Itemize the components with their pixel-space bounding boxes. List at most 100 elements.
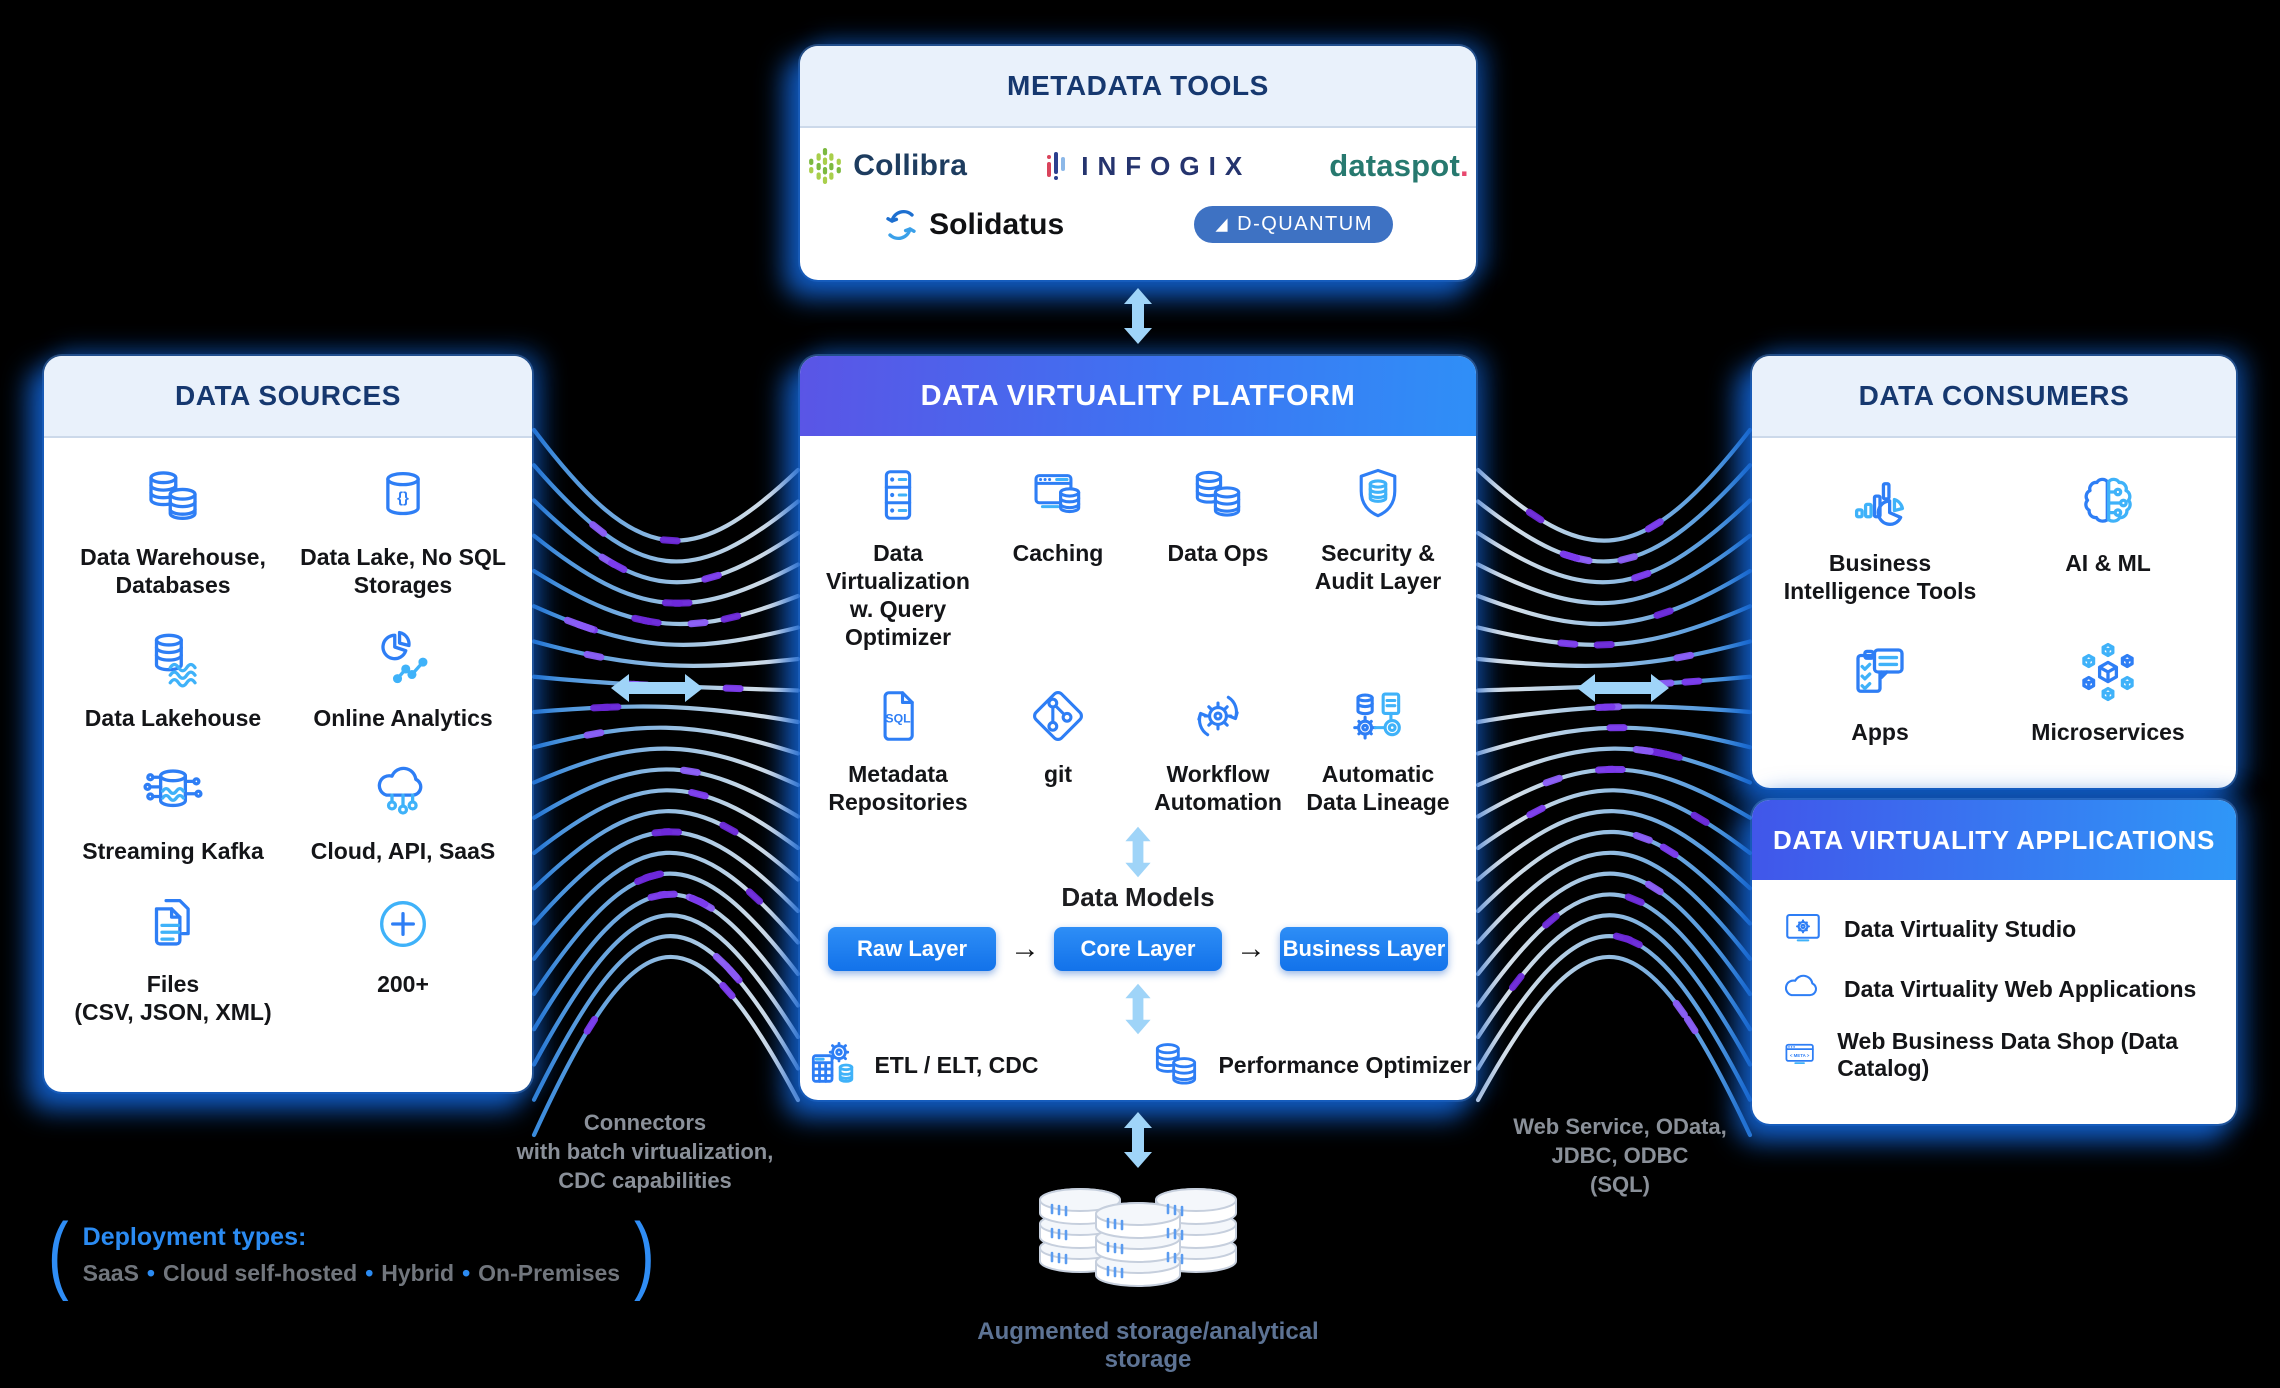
infogix-logo-icon: [1047, 152, 1066, 180]
data-sources-title: DATA SOURCES: [44, 356, 532, 438]
feature-label: Data Ops: [1167, 540, 1269, 566]
deployment-types: ( Deployment types: SaaS•Cloud self-host…: [44, 1211, 659, 1297]
data-sources-box: DATA SOURCES Data Warehouse, Databases {…: [44, 356, 532, 1092]
source-label: Data Lakehouse: [84, 705, 262, 732]
business-layer-button: Business Layer: [1280, 927, 1448, 972]
data-models-title: Data Models: [1061, 882, 1215, 913]
git-icon: [1033, 691, 1083, 742]
files-icon: [154, 899, 190, 946]
d-quantum-logo-icon: [1215, 218, 1228, 232]
application-label: Data Virtuality Web Applications: [1844, 975, 2197, 1002]
collibra-logo: Collibra: [807, 148, 967, 184]
consumer-item-ai-ml: AI & ML: [1994, 470, 2222, 605]
bidirectional-horizontal-arrow-icon: [611, 674, 703, 702]
application-label: Web Business Data Shop (Data Catalog): [1837, 1028, 2179, 1081]
feature-label: Data Virtualization w. Query Optimizer: [826, 540, 970, 651]
data-consumers-title: DATA CONSUMERS: [1752, 356, 2236, 438]
platform-feature-workflow: Workflow Automation: [1138, 685, 1298, 816]
application-item-data-shop: < META > Web Business Data Shop (Data Ca…: [1782, 1028, 2206, 1082]
flow-arrow: →: [1010, 932, 1040, 966]
dataspot-logo: dataspot.: [1329, 148, 1469, 184]
platform-feature-git: git: [978, 685, 1138, 816]
platform-feature-data-ops: Data Ops: [1138, 464, 1298, 651]
workflow-gear-icon: [1197, 695, 1239, 737]
bidirectional-vertical-arrow-icon: [1124, 1112, 1152, 1168]
source-label: 200+: [377, 971, 429, 998]
data-shop-icon: < META >: [1785, 1043, 1814, 1064]
source-item-data-lake: {} Data Lake, No SQL Storages: [288, 464, 518, 599]
bidirectional-horizontal-arrow-icon: [1577, 674, 1669, 702]
data-models-layers: Raw Layer → Core Layer → Business Layer: [828, 927, 1448, 972]
online-analytics-icon: [381, 631, 428, 684]
web-service-note: Web Service, OData, JDBC, ODBC (SQL): [1513, 1114, 1727, 1198]
metadata-tools-box: METADATA TOOLS: [800, 46, 1476, 280]
feature-label: git: [1043, 761, 1073, 788]
source-label: Streaming Kafka: [82, 838, 264, 865]
solidatus-logo-icon: [886, 209, 916, 240]
platform-feature-virtualization: Data Virtualization w. Query Optimizer: [818, 464, 978, 651]
performance-icon: [1156, 1043, 1197, 1085]
source-label: Cloud, API, SaaS: [310, 838, 496, 865]
raw-layer-button: Raw Layer: [828, 927, 996, 972]
data-lakehouse-icon: [154, 633, 197, 688]
cloud-app-icon: [1784, 974, 1818, 997]
metadata-tools-title: METADATA TOOLS: [800, 46, 1476, 128]
platform-foot-performance: Performance Optimizer: [1148, 1037, 1472, 1093]
d-quantum-logo: D-QUANTUM: [1194, 206, 1393, 243]
platform-feature-metadata-repos: SQL Metadata Repositories: [818, 685, 978, 816]
sql-document-icon: SQL: [883, 691, 914, 741]
connectors-note: Connectors with batch virtualization, CD…: [516, 1110, 774, 1194]
platform-box: DATA VIRTUALITY PLATFORM Data Virtualiza…: [800, 356, 1476, 1100]
svg-text:SQL: SQL: [885, 712, 911, 726]
data-consumers-box: DATA CONSUMERS Business Intelligence Too…: [1752, 356, 2236, 788]
consumer-label: Business Intelligence Tools: [1783, 550, 1977, 605]
microservices-icon: [2082, 642, 2134, 702]
solidatus-logo: Solidatus: [883, 207, 1064, 243]
source-item-online-analytics: Online Analytics: [288, 625, 518, 732]
application-label: Data Virtuality Studio: [1844, 915, 2077, 942]
svg-text:{}: {}: [397, 490, 409, 507]
data-lineage-icon: [1353, 692, 1401, 740]
etl-icon: [812, 1042, 854, 1084]
plus-circle-icon: [380, 901, 426, 948]
source-item-streaming-kafka: Streaming Kafka: [58, 758, 288, 865]
caching-icon: [1034, 474, 1081, 514]
consumer-label: AI & ML: [2065, 550, 2151, 576]
storage-databases-icon: [1039, 1188, 1237, 1287]
server-icon: [884, 470, 912, 520]
feature-label: Caching: [1012, 540, 1104, 566]
consumer-item-bi: Business Intelligence Tools: [1766, 470, 1994, 605]
application-item-studio: Data Virtuality Studio: [1782, 908, 2206, 950]
bidirectional-vertical-arrow-icon: [1125, 827, 1151, 878]
feature-label: Security & Audit Layer: [1314, 540, 1442, 595]
solidatus-logo-text: Solidatus: [929, 207, 1065, 241]
security-shield-icon: [1359, 468, 1397, 518]
consumer-item-microservices: Microservices: [1994, 639, 2222, 746]
infogix-logo: INFOGIX: [1045, 149, 1251, 183]
platform-feature-security: Security & Audit Layer: [1298, 464, 1458, 651]
business-intelligence-icon: [1854, 482, 1905, 526]
databases-icon: [1195, 470, 1241, 517]
deployment-title: Deployment types:: [82, 1222, 307, 1251]
feature-label: Workflow Automation: [1154, 761, 1282, 816]
consumer-label: Apps: [1851, 719, 1909, 746]
dataspot-logo-dot: .: [1459, 148, 1469, 183]
cloud-api-saas-icon: [377, 766, 423, 815]
infogix-logo-text: INFOGIX: [1081, 150, 1252, 181]
storage-caption: Augmented storage/analytical storage: [977, 1318, 1319, 1373]
applications-box: DATA VIRTUALITY APPLICATIONS Data Virtua…: [1752, 800, 2236, 1124]
foot-label: Performance Optimizer: [1218, 1051, 1472, 1078]
source-item-cloud-api-saas: Cloud, API, SaaS: [288, 758, 518, 865]
platform-foot-etl: ETL / ELT, CDC: [804, 1037, 1038, 1093]
flow-arrow: →: [1236, 932, 1266, 966]
bidirectional-vertical-arrow-icon: [1125, 984, 1151, 1035]
foot-label: ETL / ELT, CDC: [874, 1051, 1039, 1078]
platform-title: DATA VIRTUALITY PLATFORM: [800, 356, 1476, 436]
source-label: Online Analytics: [313, 705, 493, 732]
data-lake-icon: {}: [386, 471, 420, 516]
databases-icon: [149, 471, 197, 520]
svg-text:< META >: < META >: [1790, 1053, 1810, 1058]
feature-label: Metadata Repositories: [828, 761, 968, 816]
collibra-logo-icon: [809, 148, 842, 184]
feature-label: Automatic Data Lineage: [1306, 761, 1450, 816]
